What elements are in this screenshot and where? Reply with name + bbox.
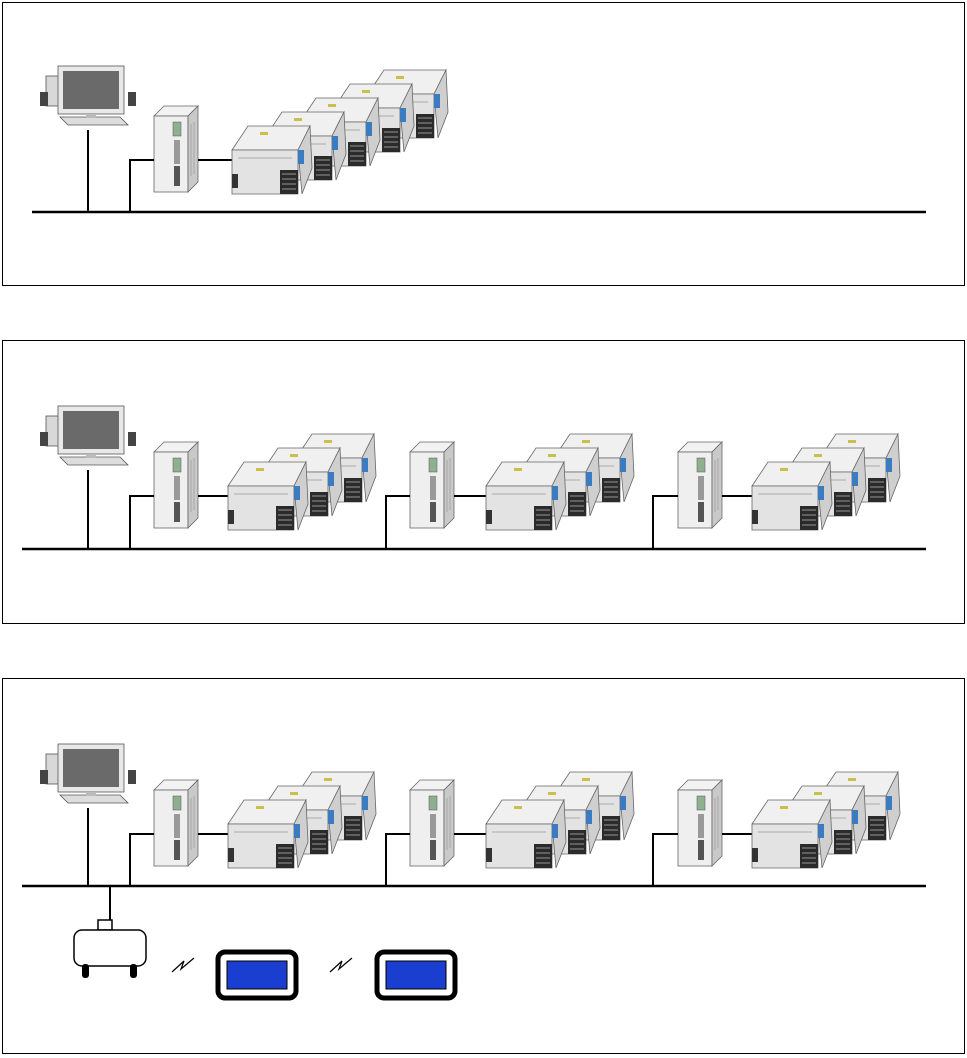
- handheld-terminal-icon: [377, 952, 455, 998]
- controller-drop-line: [653, 834, 678, 886]
- line-controller-icon: [678, 780, 722, 866]
- controller-drop-line: [130, 834, 154, 886]
- controller-drop-line: [386, 834, 410, 886]
- host-pc-icon: [40, 406, 136, 465]
- controller-drop-line: [386, 496, 410, 549]
- line-controller-icon: [410, 442, 454, 528]
- machine-line-b: [486, 772, 634, 868]
- handheld-terminal-icon: [218, 952, 296, 998]
- host-pc-icon: [40, 744, 136, 803]
- line-controller-icon: [154, 442, 198, 528]
- line-controller-icon: [410, 780, 454, 866]
- machine-line-b: [486, 434, 634, 530]
- panel-1-drawing: [32, 66, 926, 212]
- line-controller-icon: [154, 780, 198, 866]
- panel-3-drawing: [22, 744, 926, 998]
- machine-line-1: [232, 70, 448, 194]
- panel-2-drawing: [22, 406, 926, 549]
- machine-line-a: [228, 772, 376, 868]
- line-controller-icon: [678, 442, 722, 528]
- controller-drop-line: [130, 160, 154, 212]
- machine-line-c: [752, 434, 900, 530]
- host-pc-icon: [40, 66, 136, 125]
- machine-line-c: [752, 772, 900, 868]
- machine-line-a: [228, 434, 376, 530]
- wireless-access-point-icon: [74, 920, 146, 978]
- wireless-signal-icon: [172, 958, 194, 972]
- wireless-signal-icon: [330, 958, 352, 972]
- controller-drop-line: [130, 496, 154, 549]
- controller-drop-line: [653, 496, 678, 549]
- line-controller-icon: [154, 106, 198, 192]
